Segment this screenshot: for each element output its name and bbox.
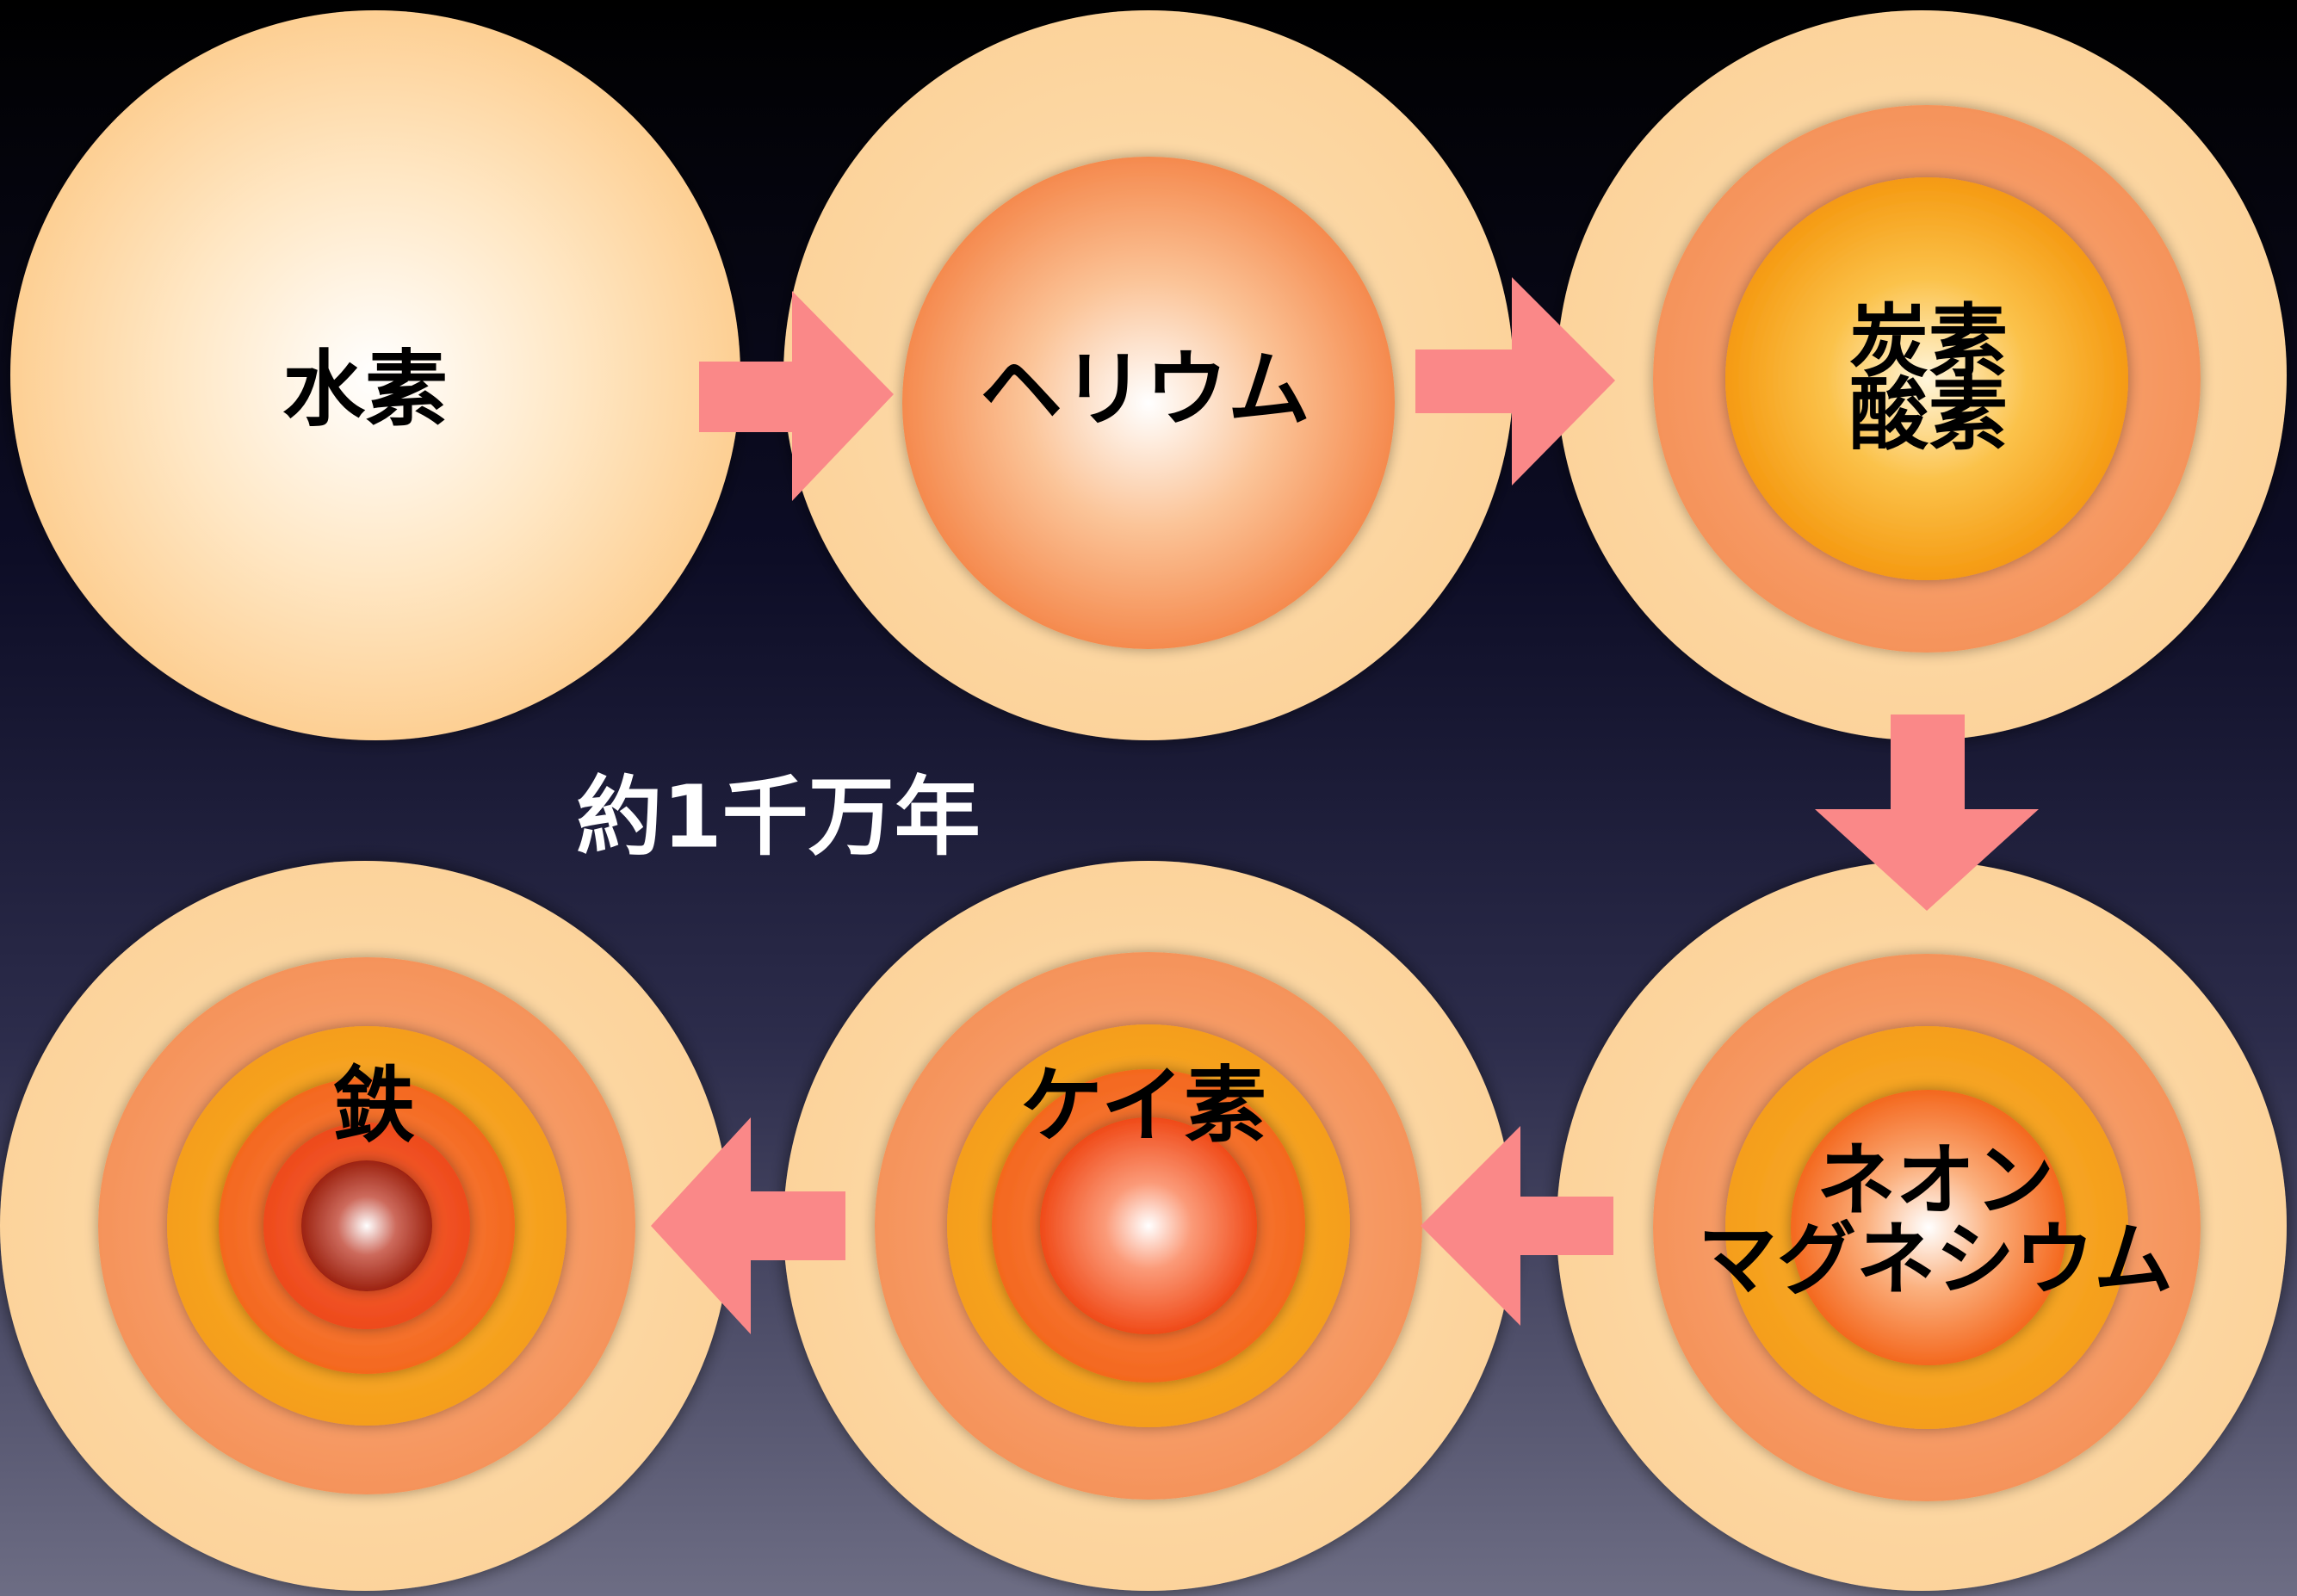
carbon-oxygen-core <box>1725 177 2128 580</box>
label-carbon-oxygen: 炭素 酸素 <box>1848 295 2009 461</box>
label-helium: ヘリウム <box>980 341 1310 438</box>
iron-core <box>301 1160 432 1291</box>
silicon-core <box>1040 1117 1257 1334</box>
duration-label: 約1千万年 <box>576 766 981 868</box>
stage-carbon-oxygen <box>1557 10 2287 740</box>
stage-helium <box>783 10 1514 740</box>
arrow-right-2 <box>1415 277 1615 486</box>
arrow-down <box>1815 714 2039 911</box>
label-neon-magnesium: ネオン マグネシウム <box>1697 1135 2174 1306</box>
neon-magnesium-core <box>1791 1090 2066 1365</box>
label-iron: 鉄 <box>332 1057 415 1154</box>
stage-silicon <box>783 861 1514 1591</box>
hydrogen-envelope <box>10 10 740 740</box>
stage-neon-magnesium <box>1557 861 2287 1591</box>
arrow-left-2 <box>651 1117 845 1334</box>
stage-hydrogen <box>10 10 740 740</box>
label-hydrogen: 水素 <box>282 341 448 438</box>
label-silicon: ケイ素 <box>1019 1057 1267 1154</box>
arrow-left-1 <box>1421 1126 1613 1326</box>
stage-iron <box>0 861 730 1591</box>
helium-core <box>902 157 1395 649</box>
arrow-right-1 <box>699 291 894 501</box>
